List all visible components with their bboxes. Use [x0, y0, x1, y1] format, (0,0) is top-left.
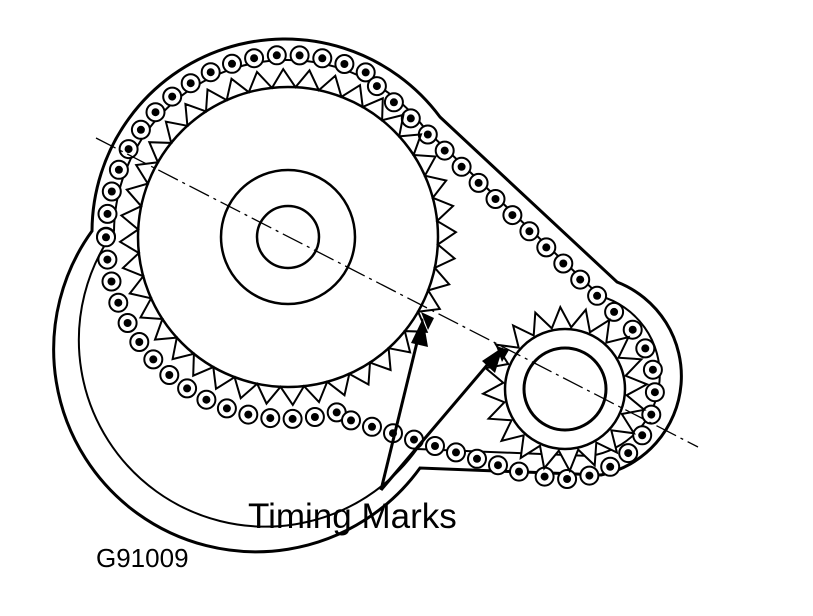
- chain-roller-pin: [638, 431, 647, 440]
- crankshaft-sprocket-bore: [522, 346, 608, 432]
- chain-roller-pin: [641, 344, 650, 353]
- chain-roller-pin: [310, 413, 319, 421]
- chain-roller-pin: [107, 187, 116, 196]
- chain-roller-pin: [473, 454, 481, 463]
- chain-roller-pin: [228, 59, 236, 68]
- chain-roller-pin: [624, 449, 633, 458]
- chain-roller-pin: [368, 422, 376, 431]
- chain-roller-pin: [135, 338, 144, 346]
- chain-roller-pin: [361, 68, 370, 77]
- chain-roller-pin: [628, 325, 637, 334]
- chain-roller-pin: [114, 298, 123, 307]
- chain-roller-pin: [540, 472, 549, 481]
- chain-roller-pin: [610, 307, 619, 316]
- chain-roller-pin: [576, 275, 585, 284]
- chain-roller-pin: [288, 414, 297, 423]
- chain-roller-pin: [151, 108, 160, 117]
- chain-roller-pin: [114, 165, 123, 174]
- chain-roller-pin: [102, 233, 110, 242]
- chain-roller-pin: [347, 416, 355, 425]
- chain-roller-pin: [183, 384, 192, 393]
- chain-roller-pin: [103, 255, 112, 264]
- chain-roller-pin: [168, 92, 177, 101]
- chain-roller-pin: [266, 414, 275, 423]
- figure-id: G91009: [96, 543, 189, 573]
- arrow-line-camshaft: [379, 329, 422, 491]
- chain-roller-pin: [606, 462, 615, 471]
- chain-roller-pin: [431, 442, 439, 450]
- centerline: [95, 137, 699, 448]
- chain-roller-pin: [340, 60, 349, 68]
- chain-roller-pin: [452, 448, 460, 457]
- arrowhead-crankshaft: [482, 347, 503, 373]
- chain-roller-pin: [525, 227, 534, 236]
- timing-marks-label: Timing Marks: [248, 497, 457, 536]
- chain-roller-pin: [406, 114, 415, 123]
- camshaft-sprocket-teeth: [118, 67, 458, 407]
- chain-rollers: [96, 45, 665, 489]
- chain-roller-pin: [332, 408, 341, 417]
- chain-roller-pin: [165, 371, 174, 379]
- chain-roller-pin: [440, 146, 449, 155]
- chain-roller-pin: [389, 98, 398, 107]
- chain-roller-pin: [186, 79, 195, 88]
- chain-roller-pin: [272, 51, 281, 60]
- chain-roller-pin: [103, 209, 112, 218]
- chain-roller-pin: [647, 410, 656, 419]
- arrowhead-camshaft: [411, 318, 428, 347]
- crankshaft-sprocket-hub: [503, 327, 627, 451]
- chain-roller-pin: [650, 388, 659, 397]
- chain-outer-edge: [52, 37, 683, 554]
- chain-roller-pin: [318, 54, 327, 63]
- crankshaft-sprocket: [480, 304, 650, 474]
- crankshaft-sprocket-teeth: [480, 304, 650, 474]
- chain-roller-pin: [107, 277, 116, 286]
- chain-roller-pin: [474, 178, 483, 187]
- chain-roller-pin: [206, 68, 215, 77]
- chain-roller-pin: [563, 475, 572, 483]
- camshaft-timing-mark: [421, 312, 434, 330]
- chain-roller-pin: [295, 51, 304, 60]
- arrow-line-crankshaft: [379, 356, 496, 491]
- chain-roller-pin: [123, 319, 132, 327]
- chain-roller-pin: [244, 410, 253, 419]
- chain-roller-pin: [423, 130, 432, 139]
- chain-roller-pin: [648, 365, 657, 374]
- chain-roller-pin: [585, 471, 594, 480]
- chain-roller-pin: [124, 145, 133, 154]
- chain-roller-pin: [149, 355, 158, 364]
- chain-roller-pin: [559, 259, 568, 268]
- chain-roller-pin: [457, 162, 466, 171]
- camshaft-sprocket-bore: [255, 204, 321, 270]
- chain-roller-pin: [515, 467, 523, 476]
- chain-roller-pin: [494, 461, 502, 470]
- chain-roller-pin: [593, 291, 602, 300]
- chain-roller-pin: [250, 54, 259, 63]
- chain-roller-pin: [372, 82, 381, 91]
- chain-roller-pin: [508, 211, 517, 220]
- chain-roller-pin: [542, 243, 551, 252]
- chain-roller-pin: [410, 435, 418, 444]
- chain-roller-pin: [136, 125, 145, 134]
- camshaft-sprocket-hub: [219, 168, 357, 306]
- chain-roller-pin: [491, 195, 500, 203]
- chain-roller-pin: [222, 404, 231, 413]
- chain-roller-pin: [202, 395, 211, 404]
